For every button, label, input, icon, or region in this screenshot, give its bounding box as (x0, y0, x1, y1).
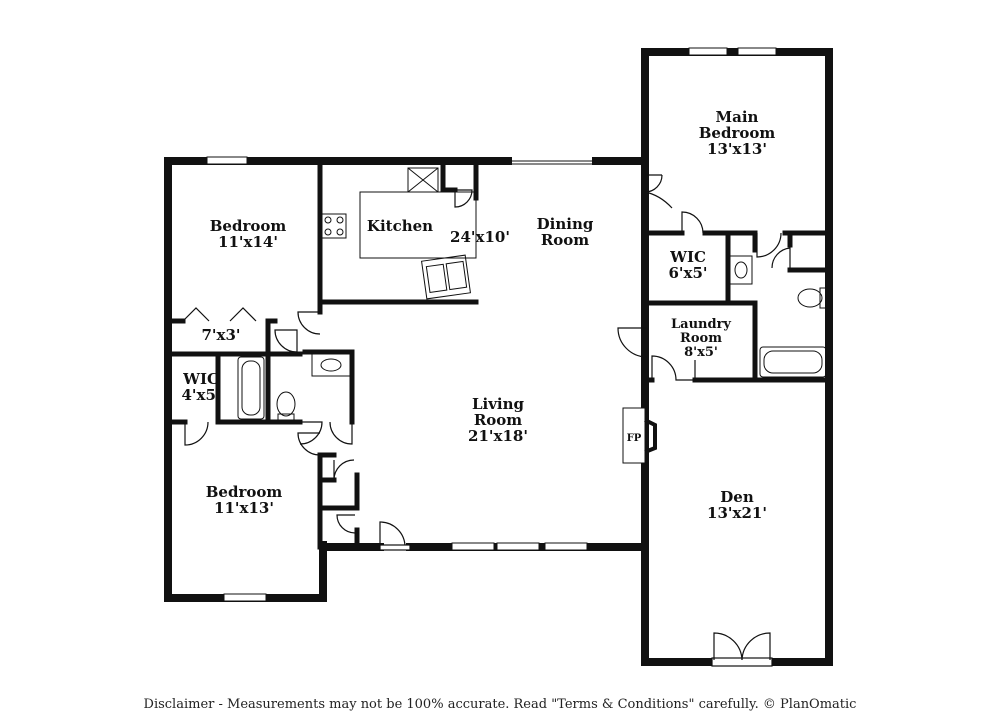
bifold-door (229, 307, 257, 322)
room-labels: Main Bedroom 13'x13' Bedroom 11'x14' 7'x… (181, 108, 775, 522)
stove (321, 213, 347, 239)
door-swing (274, 329, 298, 353)
kitchen-sink (421, 254, 471, 300)
window (206, 156, 248, 165)
bedroom-bottom-size: 11'x13' (214, 499, 274, 517)
bedroom-top-size: 11'x14' (218, 233, 278, 251)
door-swing (644, 191, 673, 209)
living-name-2: Room (474, 411, 522, 429)
kitchen-name: Kitchen (367, 217, 433, 235)
window (544, 542, 588, 551)
doors (182, 174, 791, 667)
bathtub (759, 346, 827, 378)
door-swing (617, 327, 648, 358)
laundry-name-1: Laundry (671, 317, 731, 332)
living-size: 21'x18' (468, 427, 528, 445)
door-swing (297, 311, 321, 335)
wic-right-name: WIC (669, 248, 706, 266)
front-door (379, 544, 411, 551)
window (737, 47, 777, 56)
door-swing (184, 421, 209, 446)
door-swing (299, 421, 323, 445)
bedroom-top-name: Bedroom (210, 217, 287, 235)
bedroom-bottom-name: Bedroom (206, 483, 283, 501)
door-swing (681, 211, 704, 234)
door-swing (379, 521, 406, 548)
window (451, 542, 495, 551)
wic-left-size: 4'x5' (181, 386, 220, 404)
den-name: Den (720, 488, 754, 506)
bifold-door (182, 307, 210, 322)
wic-right-size: 6'x5' (668, 264, 707, 282)
laundry-name-2: Room (680, 331, 722, 346)
main-bedroom-name-2: Bedroom (699, 124, 776, 142)
laundry-size: 8'x5' (684, 345, 718, 360)
interior-walls (165, 158, 832, 550)
door-swing (454, 189, 473, 208)
dining-name-2: Room (541, 231, 589, 249)
window (223, 593, 267, 602)
range-hood (407, 167, 439, 193)
vanity (311, 353, 351, 377)
toilet (276, 391, 296, 417)
main-bedroom-size: 13'x13' (707, 140, 767, 158)
window (496, 542, 540, 551)
living-name-1: Living (472, 395, 525, 413)
windows (206, 47, 777, 602)
toilet (797, 288, 823, 308)
door-swing (741, 632, 771, 661)
door-swing (644, 174, 663, 193)
door-swing (333, 459, 355, 481)
door-swing (651, 355, 696, 381)
bathtub (237, 356, 265, 420)
den-size: 13'x21' (707, 504, 767, 522)
main-bedroom-name-1: Main (716, 108, 759, 126)
vanity (729, 255, 753, 285)
fixtures (237, 167, 827, 464)
door-swing (329, 421, 353, 445)
door-swing (771, 245, 791, 269)
dining-name-1: Dining (537, 215, 594, 233)
door-swing (336, 514, 356, 534)
kitchen-size: 24'x10' (450, 228, 510, 246)
window (688, 47, 728, 56)
fireplace-label: FP (627, 433, 642, 444)
door-swing (756, 232, 782, 258)
disclaimer: Disclaimer - Measurements may not be 100… (143, 697, 857, 712)
fireplace (622, 407, 646, 464)
closet-size: 7'x3' (201, 326, 240, 344)
door-swing (713, 632, 743, 661)
door-swing (297, 432, 321, 456)
wic-left-name: WIC (182, 370, 219, 388)
